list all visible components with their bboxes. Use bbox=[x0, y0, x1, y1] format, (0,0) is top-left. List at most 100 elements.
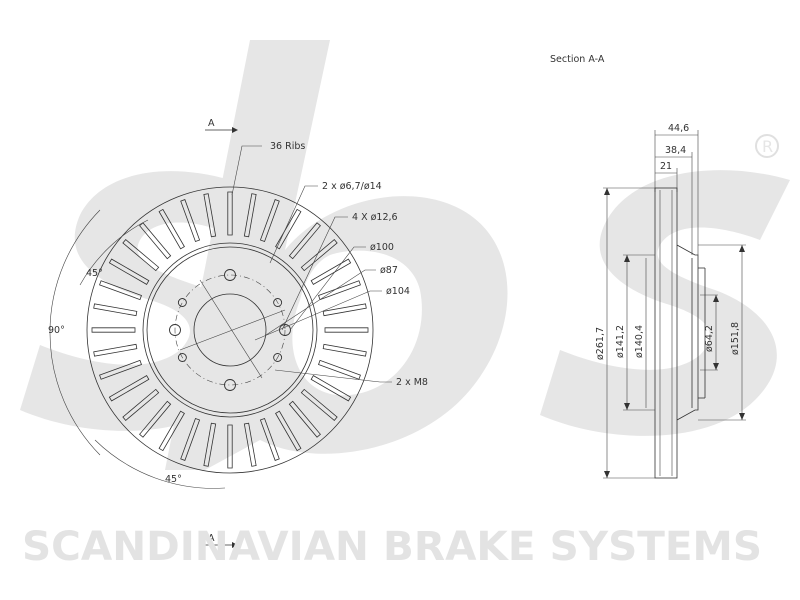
section-marker-bottom: A bbox=[208, 533, 215, 544]
rib bbox=[322, 303, 367, 317]
bolt-hole bbox=[224, 269, 236, 281]
rib bbox=[158, 208, 185, 250]
rib bbox=[259, 418, 280, 461]
bolt-hole bbox=[224, 379, 236, 391]
arrow-bore-bottom bbox=[713, 363, 719, 370]
label-bolt-holes: 4 X ø12,6 bbox=[352, 212, 398, 223]
section-marker-top-arrow bbox=[232, 127, 238, 133]
rib bbox=[139, 222, 172, 260]
label-total-height: 44,6 bbox=[668, 123, 689, 134]
rib bbox=[203, 193, 217, 238]
bolt-hole bbox=[279, 324, 291, 336]
rib bbox=[99, 280, 142, 301]
arrow-friction-bottom bbox=[739, 413, 745, 420]
label-disc-thickness: 21 bbox=[660, 161, 672, 172]
rib bbox=[122, 239, 160, 272]
rib bbox=[288, 222, 321, 260]
small-hole bbox=[177, 353, 187, 362]
label-hat: ø104 bbox=[386, 286, 410, 297]
label-angle-left: 90° bbox=[48, 325, 65, 336]
arrow-outer-top bbox=[604, 188, 610, 195]
disc-front-view bbox=[49, 127, 392, 548]
hat-profile bbox=[676, 244, 699, 421]
registered-mark: R bbox=[762, 137, 773, 156]
leader-bolt-holes bbox=[281, 216, 348, 331]
rib bbox=[243, 422, 257, 467]
rib bbox=[180, 199, 201, 242]
sbs-watermark-logo: R bbox=[20, 40, 790, 470]
thread-hole bbox=[177, 298, 187, 307]
angle-arc-left bbox=[49, 209, 101, 456]
leader-small-holes bbox=[269, 185, 318, 264]
friction-inner-edge bbox=[142, 242, 318, 418]
rib bbox=[243, 193, 257, 238]
rib bbox=[99, 359, 142, 380]
rib bbox=[108, 375, 150, 402]
holes-group bbox=[169, 269, 291, 391]
registered-circle bbox=[755, 134, 779, 158]
thread-hole bbox=[273, 353, 283, 362]
arrow-inner-top bbox=[624, 255, 630, 262]
rib bbox=[318, 280, 361, 301]
center-bore bbox=[193, 293, 267, 367]
label-hat-diameter: ø140,4 bbox=[634, 325, 645, 358]
angle-arc-bottom bbox=[94, 439, 226, 489]
rib bbox=[288, 400, 321, 438]
label-small-holes: 2 x ø6,7/ø14 bbox=[322, 181, 382, 192]
leader-bore bbox=[265, 269, 376, 336]
label-center-bore: ø64,2 bbox=[704, 325, 715, 352]
rib bbox=[122, 388, 160, 421]
brand-text: SCANDINAVIAN BRAKE SYSTEMS bbox=[22, 524, 762, 570]
label-friction-ring-inner: ø151,8 bbox=[730, 322, 741, 355]
label-ribs: 36 Ribs bbox=[270, 141, 305, 152]
rib bbox=[93, 343, 138, 357]
section-marker-top: A bbox=[208, 118, 215, 129]
disc-section-view: Section A-A bbox=[550, 54, 746, 479]
label-hat-height: 38,4 bbox=[665, 145, 686, 156]
small-hole bbox=[273, 298, 283, 307]
leader-thread bbox=[274, 369, 392, 383]
angle-arc-top bbox=[79, 219, 149, 286]
disc-outer-edge bbox=[86, 186, 374, 474]
rib bbox=[318, 359, 361, 380]
rib bbox=[322, 343, 367, 357]
label-outer-diameter: ø261,7 bbox=[595, 327, 606, 360]
label-inner-friction-diameter: ø141,2 bbox=[615, 325, 626, 358]
rib bbox=[108, 258, 150, 285]
section-title: Section A-A bbox=[550, 54, 605, 65]
center-line-a bbox=[179, 309, 286, 351]
pcd-circle bbox=[174, 274, 286, 386]
arrow-friction-top bbox=[739, 245, 745, 252]
rib bbox=[300, 388, 338, 421]
label-thread: 2 x M8 bbox=[396, 377, 428, 388]
rib bbox=[203, 422, 217, 467]
rib bbox=[259, 199, 280, 242]
rib bbox=[91, 327, 136, 333]
rib bbox=[310, 258, 352, 285]
rib bbox=[158, 410, 185, 452]
bolt-hole bbox=[169, 324, 181, 336]
rib bbox=[275, 410, 302, 452]
section-marker-bottom-arrow bbox=[232, 542, 238, 548]
arrow-bore-top bbox=[713, 295, 719, 302]
friction-ring-profile bbox=[654, 187, 678, 479]
leader-pcd bbox=[289, 246, 366, 331]
rib bbox=[300, 239, 338, 272]
leader-ribs bbox=[231, 145, 262, 196]
rib bbox=[227, 191, 233, 236]
leader-hat bbox=[254, 290, 382, 341]
rib bbox=[310, 375, 352, 402]
label-bore: ø87 bbox=[380, 265, 398, 276]
rib bbox=[93, 303, 138, 317]
rib bbox=[139, 400, 172, 438]
arrow-inner-bottom bbox=[624, 403, 630, 410]
center-line-b bbox=[199, 279, 263, 379]
rib bbox=[180, 418, 201, 461]
rib bbox=[324, 327, 369, 333]
label-angle-bottom: 45° bbox=[165, 474, 182, 485]
rib bbox=[227, 424, 233, 469]
label-pcd: ø100 bbox=[370, 242, 394, 253]
label-angle-top: 45° bbox=[86, 268, 103, 279]
ribs-group bbox=[91, 191, 369, 469]
